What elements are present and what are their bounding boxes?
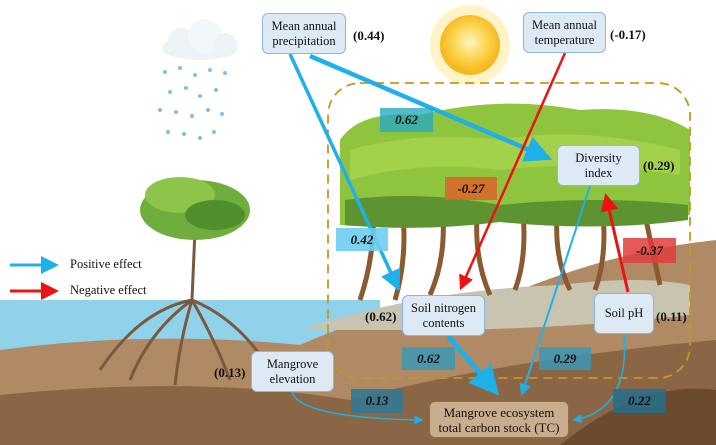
rain-cloud-icon	[158, 19, 238, 140]
arrow-diversity-to-tc	[519, 185, 591, 396]
sun-icon	[430, 5, 510, 85]
coef-elevation-tc: 0.13	[351, 389, 403, 413]
arrow-temp-to-nitrogen	[459, 52, 567, 291]
coef-ph-tc: 0.22	[613, 389, 666, 413]
coef-ph-diversity: -0.37	[623, 238, 676, 263]
arrow-nitrogen-to-tc	[446, 334, 500, 396]
node-temperature: Mean annual temperature	[523, 12, 606, 53]
r2-soil-nitrogen: (0.62)	[365, 309, 397, 324]
r2-precipitation: (0.44)	[353, 28, 385, 43]
coef-precip-diversity: 0.62	[380, 108, 433, 132]
node-precipitation: Mean annual precipitation	[262, 13, 346, 54]
arrow-precip-to-diversity	[309, 53, 553, 162]
r2-temperature: (-0.17)	[610, 27, 646, 42]
r2-elevation: (0.13)	[214, 365, 246, 380]
r2-soil-ph: (0.11)	[656, 309, 687, 324]
node-diversity: Diversity index	[557, 145, 640, 186]
arrow-ph-to-diversity	[600, 193, 630, 293]
coef-diversity-tc: 0.29	[539, 347, 591, 370]
mangrove-tree-left	[98, 177, 272, 386]
arrow-elevation-to-tc	[291, 391, 424, 425]
coef-temp-nitrogen: -0.27	[445, 177, 497, 200]
node-elevation: Mangrove elevation	[251, 351, 334, 392]
legend-positive-label: Positive effect	[70, 257, 142, 271]
coef-nitrogen-tc: 0.62	[402, 347, 455, 370]
coef-precip-nitrogen: 0.42	[336, 228, 388, 251]
node-soil-nitrogen: Soil nitrogen contents	[402, 295, 485, 336]
node-soil-ph: Soil pH	[594, 293, 654, 334]
legend-negative-label: Negative effect	[70, 283, 147, 297]
node-total-carbon-stock: Mangrove ecosystem total carbon stock (T…	[429, 401, 569, 438]
r2-diversity: (0.29)	[643, 158, 675, 173]
